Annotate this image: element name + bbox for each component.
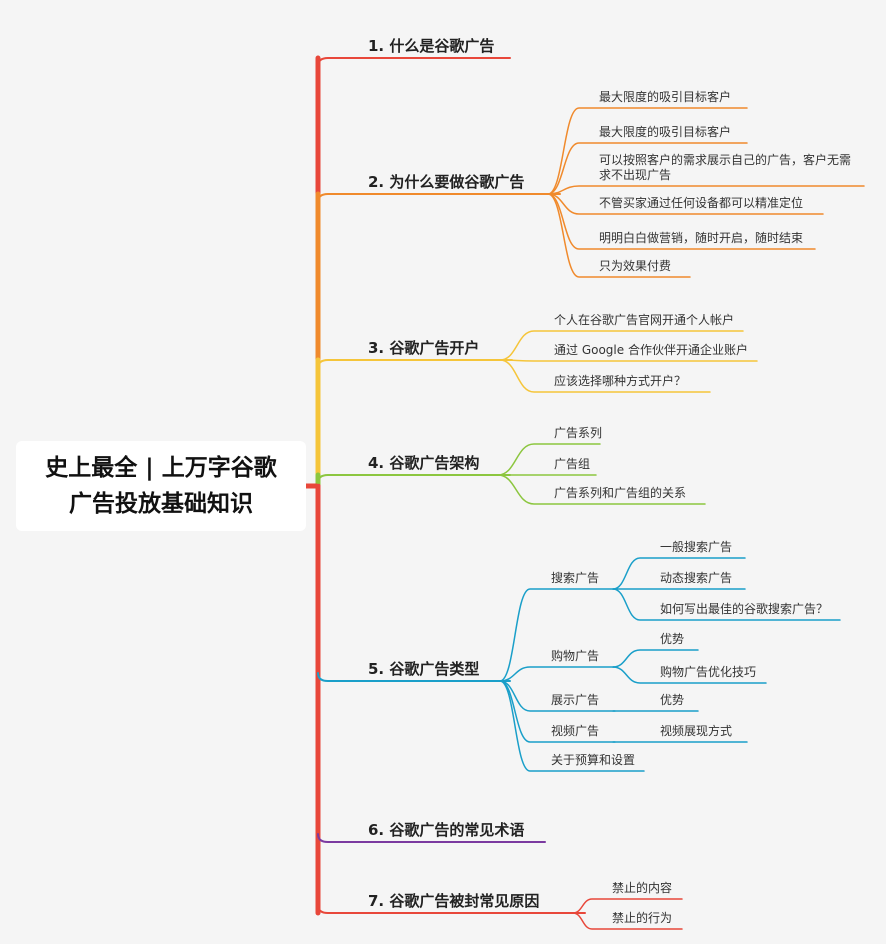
subbranch-line-5 [499,680,645,772]
branch-topic-1[interactable]: 1. 什么是谷歌广告 [368,37,495,55]
branch-3-leaf-line-1 [499,330,744,361]
branch-2-leaf-line-6 [547,193,691,278]
branch-topic-6[interactable]: 6. 谷歌广告的常见术语 [368,821,525,839]
branch-2-leaf-4[interactable]: 不管买家通过任何设备都可以精准定位 [599,196,804,210]
ad-type-2-leaf-1[interactable]: 优势 [660,632,685,646]
branch-2-leaf-line-1 [547,107,748,195]
branch-4-leaf-line-1 [497,443,601,476]
branch-topic-7[interactable]: 7. 谷歌广告被封常见原因 [368,892,540,910]
branch-line-5 [317,672,511,682]
branch-7-leaf-2[interactable]: 禁止的行为 [612,911,673,925]
ad-type-2[interactable]: 购物广告 [551,649,600,663]
branch-2-leaf-6[interactable]: 只为效果付费 [599,259,672,273]
branch-7-leaf-line-2 [572,912,683,930]
branch-3-leaf-3[interactable]: 应该选择哪种方式开户？ [554,374,687,388]
branch-topic-4[interactable]: 4. 谷歌广告架构 [368,454,480,472]
branch-3-leaf-1[interactable]: 个人在谷歌广告官网开通个人帐户 [554,313,735,327]
ad-type-1-leaf-3[interactable]: 如何写出最佳的谷歌搜索广告？ [660,602,829,616]
branch-2-leaf-line-2 [547,142,748,195]
branch-line-2 [317,193,561,203]
ad-type-1[interactable]: 搜索广告 [551,571,600,585]
ad-type-4-leaf-1[interactable]: 视频展现方式 [660,724,733,738]
branch-7-leaf-1[interactable]: 禁止的内容 [612,881,673,895]
branch-3-leaf-line-3 [499,359,711,393]
branch-2-leaf-5[interactable]: 明明白白做营销，随时开启，随时结束 [599,231,804,245]
branch-topic-5[interactable]: 5. 谷歌广告类型 [368,660,480,678]
branch-line-3 [317,359,513,369]
branch-topic-3[interactable]: 3. 谷歌广告开户 [368,339,480,357]
branch-line-7 [317,904,586,914]
branch-4-leaf-2[interactable]: 广告组 [554,457,591,471]
ad-type-1-leaf-line-3 [612,588,841,621]
branch-4-leaf-line-3 [497,474,706,505]
subbranch-line-1 [499,588,616,682]
ad-type-2-leaf-2[interactable]: 购物广告优化技巧 [660,665,757,679]
branch-topic-2[interactable]: 2. 为什么要做谷歌广告 [368,173,525,191]
branch-3-leaf-2[interactable]: 通过 Google 合作伙伴开通企业账户 [554,343,748,357]
ad-type-3[interactable]: 展示广告 [551,693,600,707]
ad-type-1-leaf-1[interactable]: 一般搜索广告 [660,540,733,554]
branch-3-leaf-line-2 [499,359,758,362]
ad-type-3-leaf-1[interactable]: 优势 [660,693,685,707]
branch-2-leaf-1[interactable]: 最大限度的吸引目标客户 [599,90,732,104]
branch-4-leaf-3[interactable]: 广告系列和广告组的关系 [554,486,687,500]
ad-type-5[interactable]: 关于预算和设置 [551,753,636,767]
branch-7-leaf-line-1 [572,898,683,914]
root-topic-line-1: 史上最全 | 上万字谷歌 [45,455,277,481]
branch-line-6 [317,833,546,843]
branch-line-4 [317,474,511,484]
ad-type-1-leaf-line-1 [612,557,746,590]
root-topic[interactable]: 史上最全 | 上万字谷歌 广告投放基础知识 [16,441,306,531]
subbranch-line-2 [499,666,616,682]
branch-2-leaf-2[interactable]: 最大限度的吸引目标客户 [599,125,732,139]
ad-type-1-leaf-2[interactable]: 动态搜索广告 [660,571,733,585]
ad-type-2-leaf-line-2 [612,666,767,684]
root-topic-line-2: 广告投放基础知识 [69,491,253,517]
branch-4-leaf-1[interactable]: 广告系列 [554,426,603,440]
branch-2-leaf-3[interactable]: 可以按照客户的需求展示自己的广告，客户无需求不出现广告 [599,153,852,182]
branch-2-leaf-line-3 [547,185,865,195]
branch-line-1 [317,57,511,67]
ad-type-2-leaf-line-1 [612,649,699,668]
ad-type-4[interactable]: 视频广告 [551,724,600,738]
